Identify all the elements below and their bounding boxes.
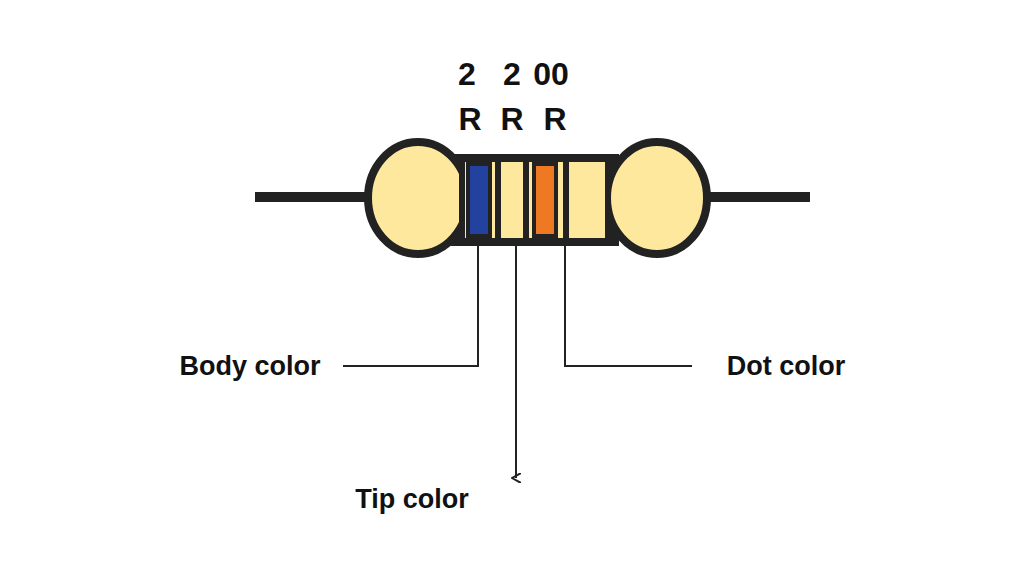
leader-arrow <box>515 238 517 478</box>
callout-label: Tip color <box>355 485 469 515</box>
band-letter: R <box>543 102 566 137</box>
leader-line <box>565 238 692 366</box>
body-fill <box>462 162 608 238</box>
band-digit: 2 <box>458 57 476 92</box>
end-cap <box>607 142 707 254</box>
leader-line <box>343 238 478 366</box>
end-cap <box>368 142 468 254</box>
band-divider <box>459 158 465 242</box>
band-divider <box>495 158 501 242</box>
lead-wire <box>705 192 810 202</box>
callout-label: Body color <box>179 352 320 382</box>
band-digit: 2 <box>503 57 521 92</box>
band-letter: R <box>458 102 481 137</box>
resistor-body <box>455 158 615 242</box>
blue-band <box>468 164 490 236</box>
band-digit: 00 <box>533 57 569 92</box>
resistor-symbol <box>255 142 810 254</box>
callout-label: Dot color <box>727 352 846 382</box>
orange-band <box>534 164 556 236</box>
band-divider <box>523 158 529 242</box>
band-letter: R <box>500 102 523 137</box>
band-divider <box>563 158 569 242</box>
band-divider <box>605 158 611 242</box>
lead-wire <box>255 192 370 202</box>
